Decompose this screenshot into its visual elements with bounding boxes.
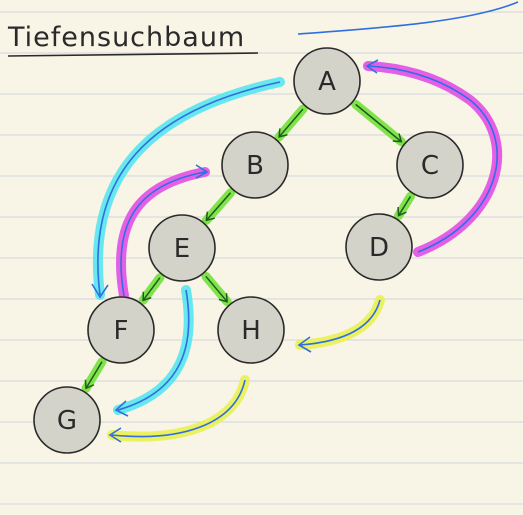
node-circle (221, 131, 289, 199)
node-label: C (421, 151, 439, 181)
tree-edge-e-f (142, 277, 161, 301)
tree-edge-b-e (205, 192, 232, 221)
edge-d-to-a (367, 65, 498, 253)
tree-edge-a-b-arrowhead (278, 128, 288, 138)
node-b: B (221, 131, 289, 199)
node-label: G (57, 406, 77, 436)
node-circle (217, 296, 285, 364)
tree-edge-a-b (278, 108, 304, 138)
node-circle (87, 296, 155, 364)
tree-edge-e-h-arrowhead (218, 293, 229, 303)
node-circle (293, 47, 361, 115)
tree-edge-e-f-arrowhead (142, 291, 152, 302)
edge-f-to-b-arrowhead (195, 164, 209, 179)
edge-e-to-g-arrowhead (114, 400, 129, 417)
edge-d-to-h-arrowhead (297, 336, 312, 353)
tree-edge-c-d (397, 196, 412, 216)
node-d: D (345, 213, 413, 281)
title-underline (7, 52, 259, 57)
node-circle (396, 131, 464, 199)
node-label: B (246, 151, 264, 181)
node-g: G (33, 386, 101, 454)
edge-a-to-f-arrowhead (91, 283, 109, 299)
node-label: A (318, 67, 336, 97)
diagram-title: Tiefensuchbaum (7, 22, 245, 53)
node-circle (345, 213, 413, 281)
extra-edges (91, 59, 503, 443)
tree-edges (81, 99, 415, 393)
edge-a-to-f (97, 81, 281, 296)
node-circle (33, 386, 101, 454)
edge-f-to-b (120, 171, 206, 297)
tree-edge-f-g (85, 361, 103, 389)
tree-edge-f-g-arrowhead (84, 379, 95, 390)
node-circle (148, 214, 216, 282)
nodes: A B C D E F G H (33, 47, 464, 454)
node-f: F (87, 296, 155, 364)
node-label: H (241, 316, 261, 346)
top-blue-stroke (297, 1, 519, 35)
node-h: H (217, 296, 285, 364)
node-label: E (174, 234, 190, 264)
edge-h-to-g-arrowhead (108, 427, 122, 443)
tree-edge-b-e-arrowhead (205, 211, 215, 222)
node-label: D (369, 233, 389, 263)
tree-edge-e-h (205, 275, 228, 303)
edge-e-to-g (117, 289, 190, 411)
node-e: E (148, 214, 216, 282)
node-label: F (114, 316, 129, 346)
edge-d-to-h (299, 299, 381, 346)
tree-edge-a-c (355, 103, 402, 143)
edge-d-to-a-arrowhead (365, 59, 379, 74)
tree-edge-a-c-arrowhead (392, 133, 403, 143)
node-a: A (293, 47, 361, 115)
tree-edge-c-d-arrowhead (397, 207, 407, 217)
edge-h-to-g (111, 379, 246, 438)
node-c: C (396, 131, 464, 199)
